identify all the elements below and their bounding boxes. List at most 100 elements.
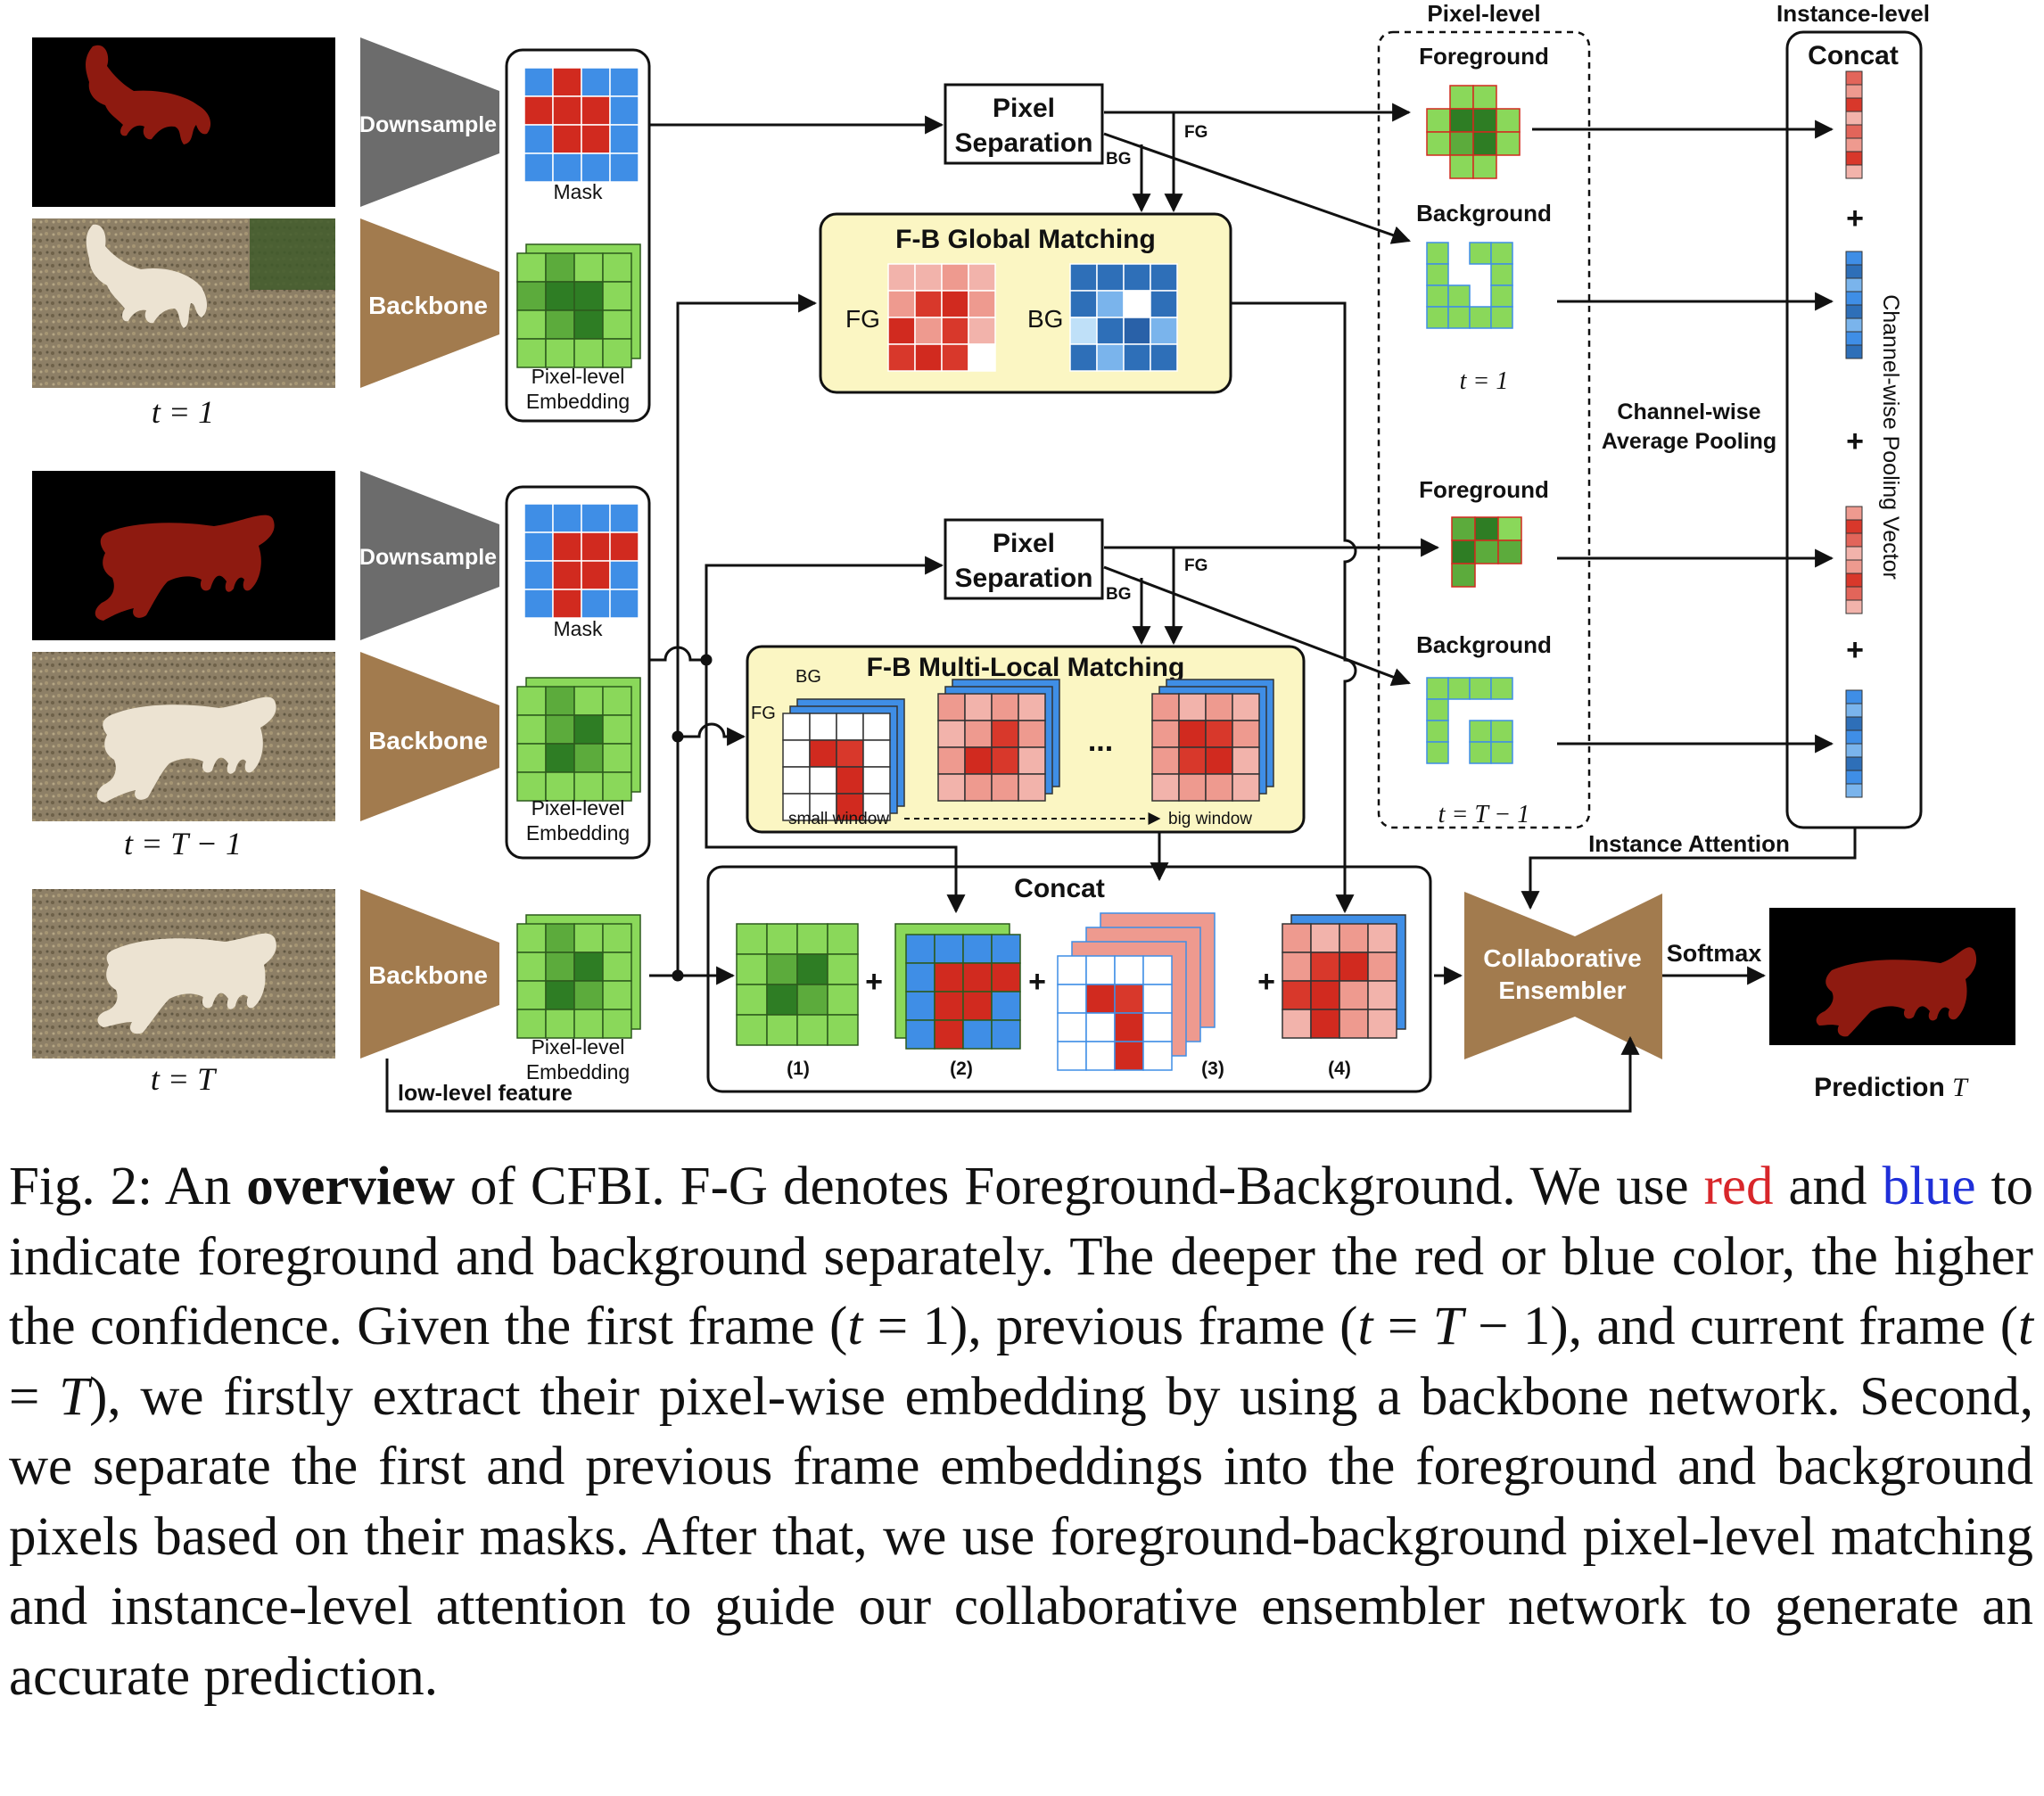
collaborative-ensembler: Collaborative Ensembler	[1464, 892, 1662, 1059]
grid-cell	[1282, 980, 1312, 1010]
grid-cell	[1018, 693, 1046, 721]
grid-cell	[602, 743, 632, 773]
grid-cell	[523, 560, 554, 590]
grid-cell	[1057, 1041, 1087, 1071]
grid-cell	[1490, 677, 1513, 700]
grid-cell	[991, 720, 1019, 748]
grid-cell	[609, 152, 639, 183]
grid-cell	[609, 531, 639, 562]
global-bg-map	[1069, 263, 1178, 372]
grid-cell	[1426, 108, 1451, 133]
grid-cell	[1490, 242, 1513, 265]
grid-cell	[862, 713, 891, 741]
grid-cell	[1472, 131, 1497, 156]
grid-cell	[1490, 306, 1513, 329]
grid-cell	[1123, 263, 1151, 292]
global-matching-title: F-B Global Matching	[895, 225, 1156, 254]
grid-cell	[516, 980, 547, 1010]
vector-cell	[1845, 111, 1863, 126]
grid-cell	[573, 686, 604, 716]
grid-cell	[1151, 773, 1180, 802]
grid-cell	[552, 124, 582, 154]
grid-cell	[1018, 773, 1046, 802]
grid-cell	[934, 1019, 964, 1050]
grid-cell	[573, 281, 604, 311]
grid-cell	[581, 67, 611, 97]
grid-cell	[609, 503, 639, 533]
grid-cell	[1085, 955, 1116, 985]
vector-cell	[1845, 559, 1863, 574]
grid-cell	[602, 923, 632, 953]
caption-text: =	[9, 1366, 60, 1427]
caption-blue-word: blue	[1882, 1157, 1976, 1216]
grid-cell	[836, 739, 864, 768]
grid-cell	[914, 263, 943, 292]
grid-cell	[602, 1009, 632, 1039]
grid-cell	[1282, 923, 1312, 953]
pooling-vector-fg-t1	[1845, 70, 1863, 179]
grid-cell	[523, 67, 554, 97]
grid-cell	[809, 713, 837, 741]
grid-cell	[887, 343, 916, 372]
grid-cell	[516, 771, 547, 802]
grid-cell	[962, 991, 993, 1021]
instance-concat-label: Concat	[1808, 41, 1899, 70]
grid-cell	[1282, 952, 1312, 982]
grid-cell	[552, 67, 582, 97]
grid-cell	[1449, 108, 1474, 133]
background-label: Background	[1416, 200, 1552, 227]
pixel-level-frame-t1: t = 1	[1460, 367, 1509, 395]
grid-cell	[609, 589, 639, 619]
vector-cell	[1845, 291, 1863, 306]
grid-cell	[937, 720, 966, 748]
caption-text: − 1), and current frame (	[1463, 1297, 2019, 1356]
foreground-label: Foreground	[1419, 476, 1549, 503]
pixel-separation-label-line2: Separation	[954, 564, 1092, 593]
vector-cell	[1845, 164, 1863, 179]
global-bg-label: BG	[1027, 305, 1063, 333]
grid-cell	[1469, 741, 1492, 764]
grid-cell	[809, 739, 837, 768]
grid-cell	[1447, 284, 1471, 308]
grid-cell	[1205, 746, 1233, 775]
grid-cell	[905, 1019, 935, 1050]
grid-cell	[516, 252, 547, 283]
grid-cell	[1205, 773, 1233, 802]
pixel-separation-label-line1: Pixel	[993, 529, 1055, 558]
embedding-label-line2: Embedding	[526, 821, 630, 844]
grid-cell	[573, 309, 604, 340]
vector-cell	[1845, 586, 1863, 601]
grid-cell	[991, 934, 1021, 964]
grid-cell	[1205, 693, 1233, 721]
grid-cell	[1426, 720, 1449, 743]
mask-grid-t1	[523, 67, 639, 183]
embedding-label-line2: Embedding	[526, 390, 630, 413]
vector-cell	[1845, 317, 1863, 333]
vector-cell	[1845, 137, 1863, 152]
figure-caption: Fig. 2: An overview of CFBI. F-G denotes…	[9, 1152, 2033, 1712]
grid-cell	[545, 309, 575, 340]
plus-sign: +	[1257, 965, 1275, 999]
grid-cell	[1449, 154, 1474, 179]
grid-cell	[914, 290, 943, 318]
grid-cell	[552, 560, 582, 590]
grid-cell	[1426, 284, 1449, 308]
vector-cell	[1845, 716, 1863, 731]
multi-local-title: F-B Multi-Local Matching	[867, 653, 1185, 682]
concat-item-global-matching	[1282, 914, 1406, 1039]
grid-cell	[609, 124, 639, 154]
foreground-pixels-tT-1	[1451, 516, 1522, 588]
pooling-label-line2: Average Pooling	[1602, 429, 1776, 454]
grid-cell	[887, 290, 916, 318]
vector-cell	[1845, 783, 1863, 798]
grid-cell	[602, 686, 632, 716]
downsample-label: Downsample	[359, 112, 497, 137]
grid-cell	[602, 338, 632, 368]
backbone-module-tT: Backbone	[360, 889, 499, 1059]
grid-cell	[1490, 720, 1513, 743]
grid-cell	[1469, 242, 1492, 265]
grid-cell	[934, 962, 964, 993]
caption-text: =	[1372, 1297, 1433, 1356]
grid-cell	[516, 338, 547, 368]
background-label: Background	[1416, 631, 1552, 658]
